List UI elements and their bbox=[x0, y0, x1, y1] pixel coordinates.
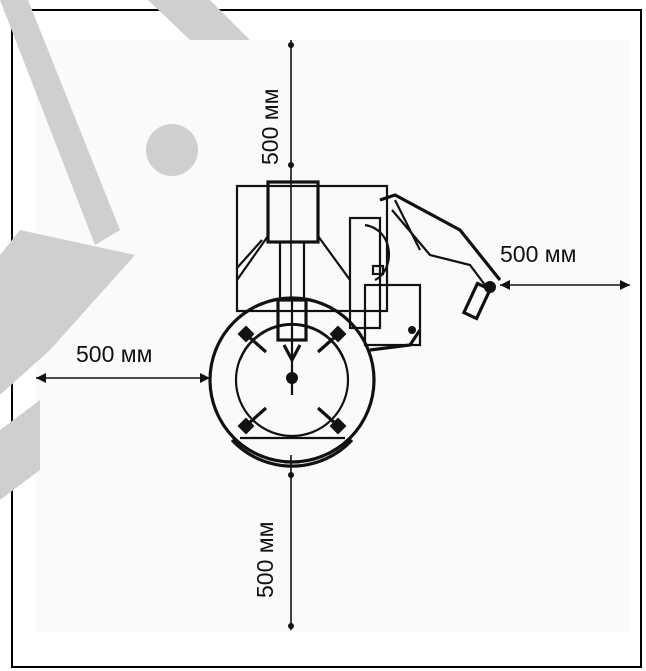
tire-changer-machine bbox=[208, 180, 502, 468]
right-dimension-arrow bbox=[500, 280, 630, 290]
vertical-dimension-lines bbox=[288, 40, 294, 630]
dim-label-top: 500 мм bbox=[257, 89, 283, 165]
watermark bbox=[0, 0, 250, 500]
dim-label-bottom: 500 мм bbox=[252, 522, 278, 598]
dim-label-left: 500 мм bbox=[76, 341, 152, 367]
left-dimension-arrow bbox=[36, 373, 210, 383]
dim-label-right: 500 мм bbox=[500, 241, 576, 267]
